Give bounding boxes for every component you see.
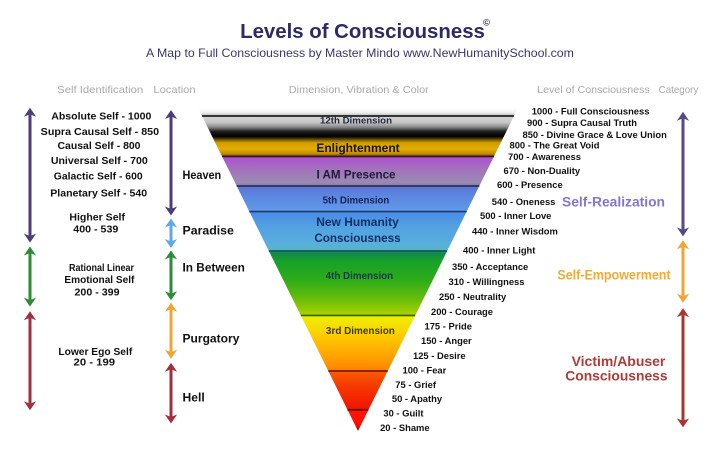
svg-text:400 - 539: 400 - 539 <box>73 225 118 236</box>
svg-text:Causal Self - 800: Causal Self - 800 <box>58 141 141 152</box>
svg-text:310 - Willingness: 310 - Willingness <box>449 276 525 287</box>
svg-text:20 - Shame: 20 - Shame <box>380 422 430 433</box>
svg-text:I AM Presence: I AM Presence <box>317 169 397 182</box>
svg-text:Location: Location <box>153 85 195 96</box>
svg-text:670 - Non-Duality: 670 - Non-Duality <box>504 165 581 176</box>
svg-text:700 - Awareness: 700 - Awareness <box>508 151 581 162</box>
svg-text:4th Dimension: 4th Dimension <box>326 271 394 282</box>
svg-text:500 - Inner Love: 500 - Inner Love <box>480 210 551 221</box>
svg-text:200 - Courage: 200 - Courage <box>431 306 493 317</box>
svg-text:5th Dimension: 5th Dimension <box>323 195 390 206</box>
svg-text:Emotional Self: Emotional Self <box>64 275 135 286</box>
svg-text:Victim/Abuser: Victim/Abuser <box>572 354 667 369</box>
svg-text:Dimension, Vibration & Color: Dimension, Vibration & Color <box>289 85 430 96</box>
svg-text:100 - Fear: 100 - Fear <box>403 365 447 376</box>
svg-text:440 - Inner Wisdom: 440 - Inner Wisdom <box>472 226 558 237</box>
svg-text:Universal Self - 700: Universal Self - 700 <box>51 156 148 167</box>
svg-text:400 - Inner Light: 400 - Inner Light <box>463 244 535 255</box>
svg-text:Consciousness: Consciousness <box>565 368 667 383</box>
svg-text:Self-Empowerment: Self-Empowerment <box>557 268 671 283</box>
svg-text:Self-Realization: Self-Realization <box>562 195 665 210</box>
svg-text:Category: Category <box>659 85 700 96</box>
svg-text:540 - Oneness: 540 - Oneness <box>492 196 556 207</box>
svg-text:In Between: In Between <box>183 263 245 275</box>
svg-text:Higher Self: Higher Self <box>69 213 125 224</box>
svg-text:Consciousness: Consciousness <box>314 231 401 245</box>
svg-text:A Map to Full Consciousness by: A Map to Full Consciousness by Master Mi… <box>146 46 574 60</box>
svg-text:175 - Pride: 175 - Pride <box>425 320 472 331</box>
svg-text:Absolute Self - 1000: Absolute Self - 1000 <box>51 112 151 123</box>
svg-text:Self Identification: Self Identification <box>57 85 143 96</box>
svg-text:1000 - Full Consciousness: 1000 - Full Consciousness <box>532 106 650 117</box>
svg-text:Levels of Consciousness: Levels of Consciousness <box>240 21 485 43</box>
svg-text:75 - Grief: 75 - Grief <box>395 379 437 390</box>
svg-text:125 - Desire: 125 - Desire <box>413 350 466 361</box>
svg-text:3rd Dimension: 3rd Dimension <box>326 326 395 337</box>
svg-text:850 - Divine Grace & Love Unio: 850 - Divine Grace & Love Union <box>523 129 668 140</box>
svg-text:250 - Neutrality: 250 - Neutrality <box>439 291 507 302</box>
svg-text:200 - 399: 200 - 399 <box>75 288 120 299</box>
svg-text:20 - 199: 20 - 199 <box>74 357 116 368</box>
svg-text:Supra Causal Self - 850: Supra Causal Self - 850 <box>41 127 160 138</box>
svg-text:150 - Anger: 150 - Anger <box>421 335 472 346</box>
svg-text:Level of Consciousness: Level of Consciousness <box>537 85 650 96</box>
svg-text:350 - Acceptance: 350 - Acceptance <box>452 261 528 272</box>
svg-text:Hell: Hell <box>183 393 205 405</box>
svg-text:Rational Linear: Rational Linear <box>69 263 134 274</box>
svg-text:©: © <box>483 18 490 29</box>
svg-text:900 - Supra Causal Truth: 900 - Supra Causal Truth <box>527 117 637 128</box>
svg-text:Purgatory: Purgatory <box>183 334 241 346</box>
svg-text:Enlightenment: Enlightenment <box>316 141 399 155</box>
svg-text:Lower Ego Self: Lower Ego Self <box>58 347 133 358</box>
svg-text:Heaven: Heaven <box>183 170 222 182</box>
svg-text:12th Dimension: 12th Dimension <box>320 115 392 126</box>
svg-text:New Humanity: New Humanity <box>316 215 399 229</box>
svg-text:Planetary Self - 540: Planetary Self - 540 <box>50 189 147 200</box>
svg-text:30 - Guilt: 30 - Guilt <box>383 407 423 418</box>
svg-text:Galactic Self - 600: Galactic Self - 600 <box>54 172 143 183</box>
svg-text:50 - Apathy: 50 - Apathy <box>392 393 443 404</box>
svg-text:600 - Presence: 600 - Presence <box>497 179 563 190</box>
svg-text:Paradise: Paradise <box>183 226 234 238</box>
svg-text:800 - The Great Void: 800 - The Great Void <box>510 140 600 151</box>
